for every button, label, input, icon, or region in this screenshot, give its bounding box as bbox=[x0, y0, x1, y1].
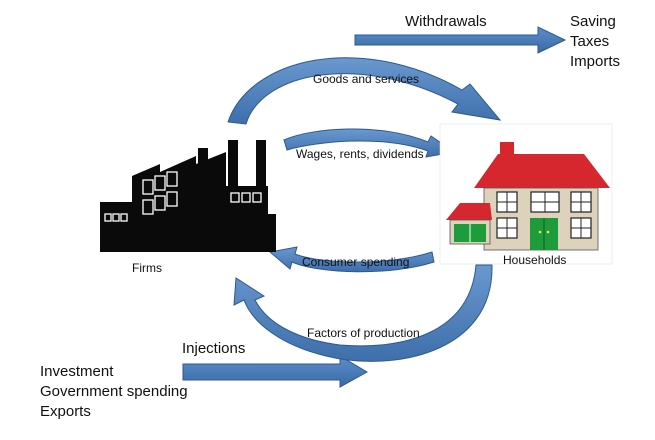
injection-item-investment: Investment bbox=[40, 363, 114, 380]
injection-item-government-spending: Government spending bbox=[40, 383, 188, 400]
injections-list: Investment Government spending Exports bbox=[40, 362, 188, 422]
wages-label: Wages, rents, dividends bbox=[296, 147, 424, 161]
injections-label: Injections bbox=[182, 340, 246, 357]
injections-arrow bbox=[182, 355, 369, 388]
goods-services-arrow bbox=[227, 57, 502, 125]
withdrawal-item-imports: Imports bbox=[570, 53, 621, 70]
factors-production-label: Factors of production bbox=[307, 326, 420, 340]
withdrawal-item-saving: Saving bbox=[570, 13, 616, 30]
firms-label: Firms bbox=[132, 261, 162, 275]
consumer-spending-label: Consumer spending bbox=[302, 255, 410, 269]
goods-services-label: Goods and services bbox=[313, 72, 420, 86]
withdrawal-item-taxes: Taxes bbox=[570, 33, 610, 50]
injection-item-exports: Exports bbox=[40, 403, 91, 420]
withdrawals-list: Saving Taxes Imports bbox=[570, 12, 620, 72]
house-window-panes bbox=[497, 192, 591, 238]
households-label: Households bbox=[503, 253, 567, 267]
factory-windows bbox=[104, 171, 262, 222]
factors-production-arrow bbox=[233, 264, 493, 362]
withdrawals-arrow bbox=[354, 26, 567, 54]
withdrawals-label: Withdrawals bbox=[405, 13, 487, 30]
